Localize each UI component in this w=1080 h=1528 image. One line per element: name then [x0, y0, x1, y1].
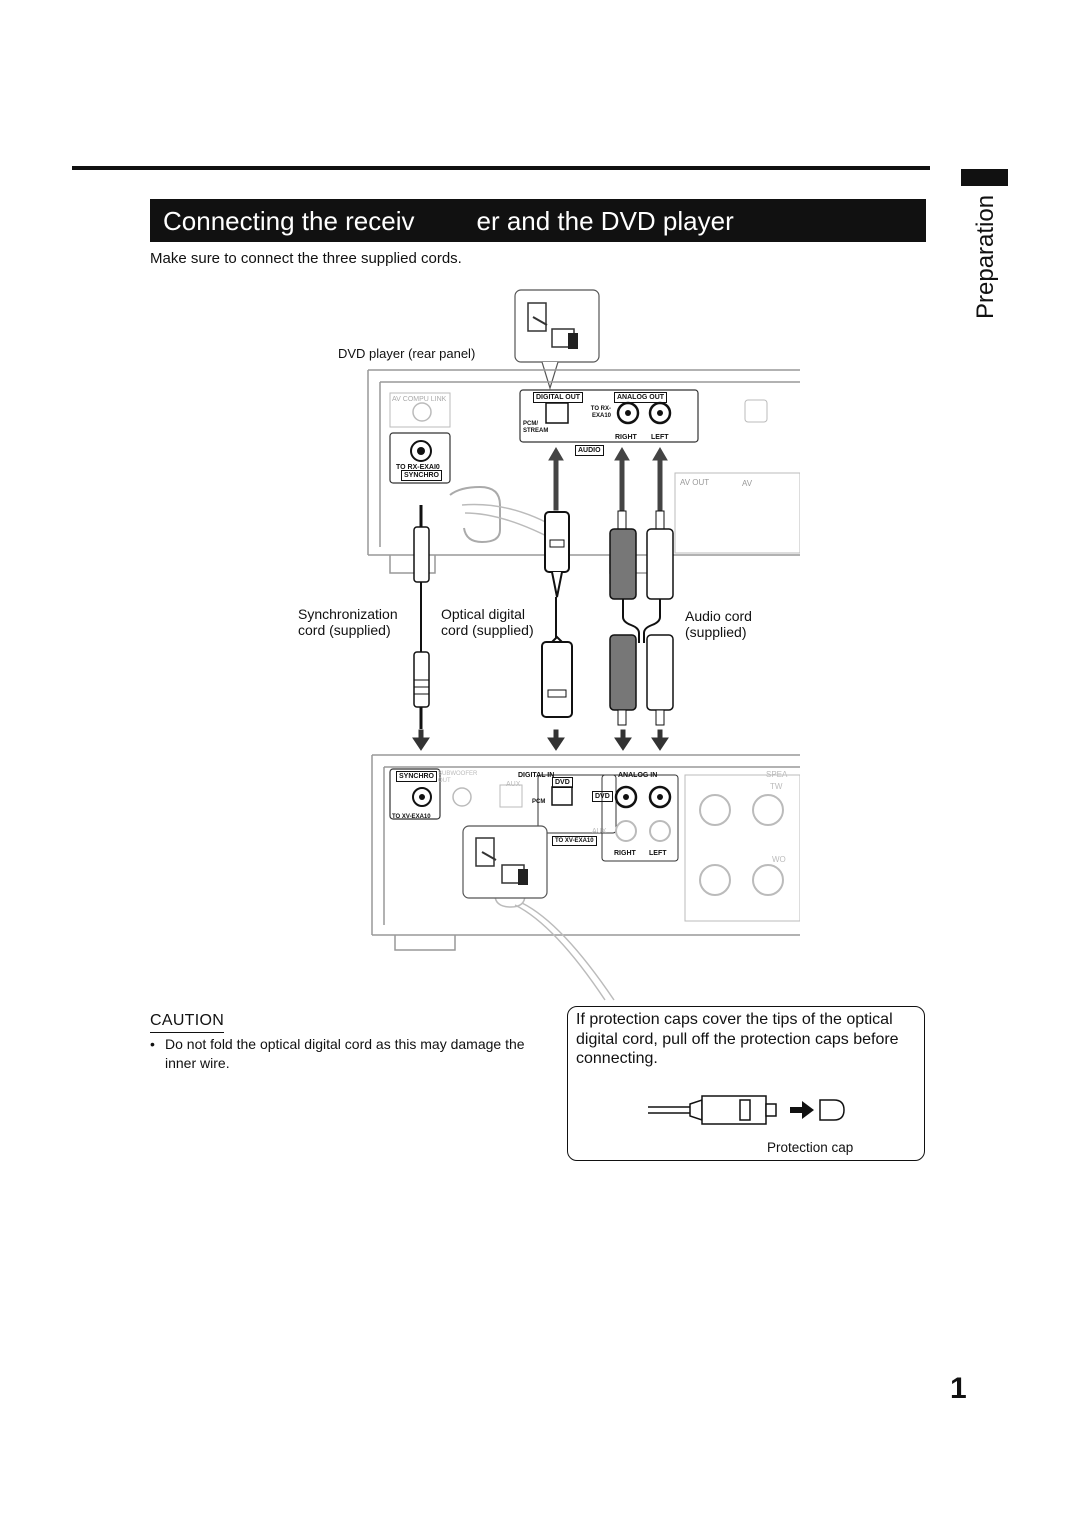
- dvd-av-label: AV: [742, 479, 753, 488]
- rx-to-xv-exa10-label: TO XV-EXA10: [552, 836, 597, 846]
- arrows-to-receiver: [412, 729, 669, 751]
- dvd-panel-caption: DVD player (rear panel): [338, 346, 476, 361]
- dvd-to-rx-label: TO RX-EXAI0: [396, 464, 440, 471]
- caution-underline: [150, 1032, 224, 1033]
- receiver-rear-panel: [371, 754, 800, 1001]
- diagram-graphic: [367, 289, 800, 1001]
- arrows-to-dvd: [548, 447, 668, 511]
- optical-jack-callout-top: [514, 289, 600, 391]
- rx-speakers-label: SPEA: [766, 770, 788, 779]
- rx-aux-label: AUX: [506, 781, 521, 788]
- rx-analog-in-label: ANALOG IN: [618, 772, 658, 779]
- protection-cap-figure: [640, 1090, 860, 1130]
- rx-right-label: RIGHT: [614, 850, 636, 857]
- rx-pcm-label: PCM: [532, 799, 546, 805]
- dvd-pcm-stream-label: PCM/ STREAM: [523, 421, 549, 434]
- caution-text: Do not fold the optical digital cord as …: [165, 1036, 525, 1071]
- dvd-audio-label: AUDIO: [575, 445, 604, 456]
- protection-cap-note-text: If protection caps cover the tips of the…: [576, 1011, 899, 1067]
- rx-to-xv-label: TO XV-EXA10: [392, 814, 431, 820]
- sync-cord: [413, 505, 430, 729]
- sync-cord-label: Synchronization cord (supplied): [298, 606, 398, 638]
- title-bar: [150, 199, 926, 242]
- rx-wo-label: WO: [772, 855, 786, 864]
- dvd-to-rx-exa10-label: TO RX-EXA10: [590, 406, 611, 419]
- audio-cord: [609, 510, 674, 726]
- dvd-synchro-label: SYNCHRO: [401, 470, 443, 481]
- optical-jack-callout-bottom: [462, 825, 548, 899]
- bullet-glyph: •: [150, 1036, 155, 1052]
- caution-bullet-item: • Do not fold the optical digital cord a…: [150, 1035, 530, 1073]
- optical-cord: [541, 511, 573, 718]
- audio-cord-label: Audio cord (supplied): [685, 608, 752, 640]
- dvd-digital-out-label: DIGITAL OUT: [533, 392, 584, 403]
- caution-heading: CAUTION: [150, 1012, 225, 1029]
- rx-synchro-label: SYNCHRO: [396, 771, 438, 782]
- dvd-av-out-label: AV OUT: [680, 478, 710, 487]
- section-tab-marker: [961, 169, 1008, 186]
- page-number: 1: [950, 1372, 967, 1405]
- rx-digital-in-label: DIGITAL IN: [518, 772, 555, 779]
- connection-diagram: DVD player (rear panel) AV COMPU LINK TO…: [290, 285, 800, 1005]
- dvd-av-compu-link-label: AV COMPU LINK: [392, 396, 447, 403]
- rx-left-label: LEFT: [649, 850, 667, 857]
- rx-subwoofer-label: SUBWOOFER OUT: [438, 771, 478, 784]
- protection-cap-label: Protection cap: [767, 1140, 854, 1155]
- cord-cap-graphic: [648, 1095, 845, 1125]
- dvd-right-label: RIGHT: [615, 434, 637, 441]
- rx-tw-label: TW: [770, 782, 783, 791]
- section-label: Preparation: [972, 194, 999, 319]
- top-rule: [72, 166, 930, 170]
- rx-dvd-analog-label: DVD: [592, 791, 613, 802]
- rx-aux-analog-label: AUX: [592, 828, 607, 835]
- dvd-analog-out-label: ANALOG OUT: [614, 392, 668, 403]
- dvd-left-label: LEFT: [651, 434, 669, 441]
- rx-dvd-digital-label: DVD: [552, 777, 573, 788]
- protection-cap-note-box: [567, 1006, 925, 1161]
- optical-cord-label: Optical digital cord (supplied): [441, 606, 534, 638]
- intro-text: Make sure to connect the three supplied …: [150, 250, 462, 267]
